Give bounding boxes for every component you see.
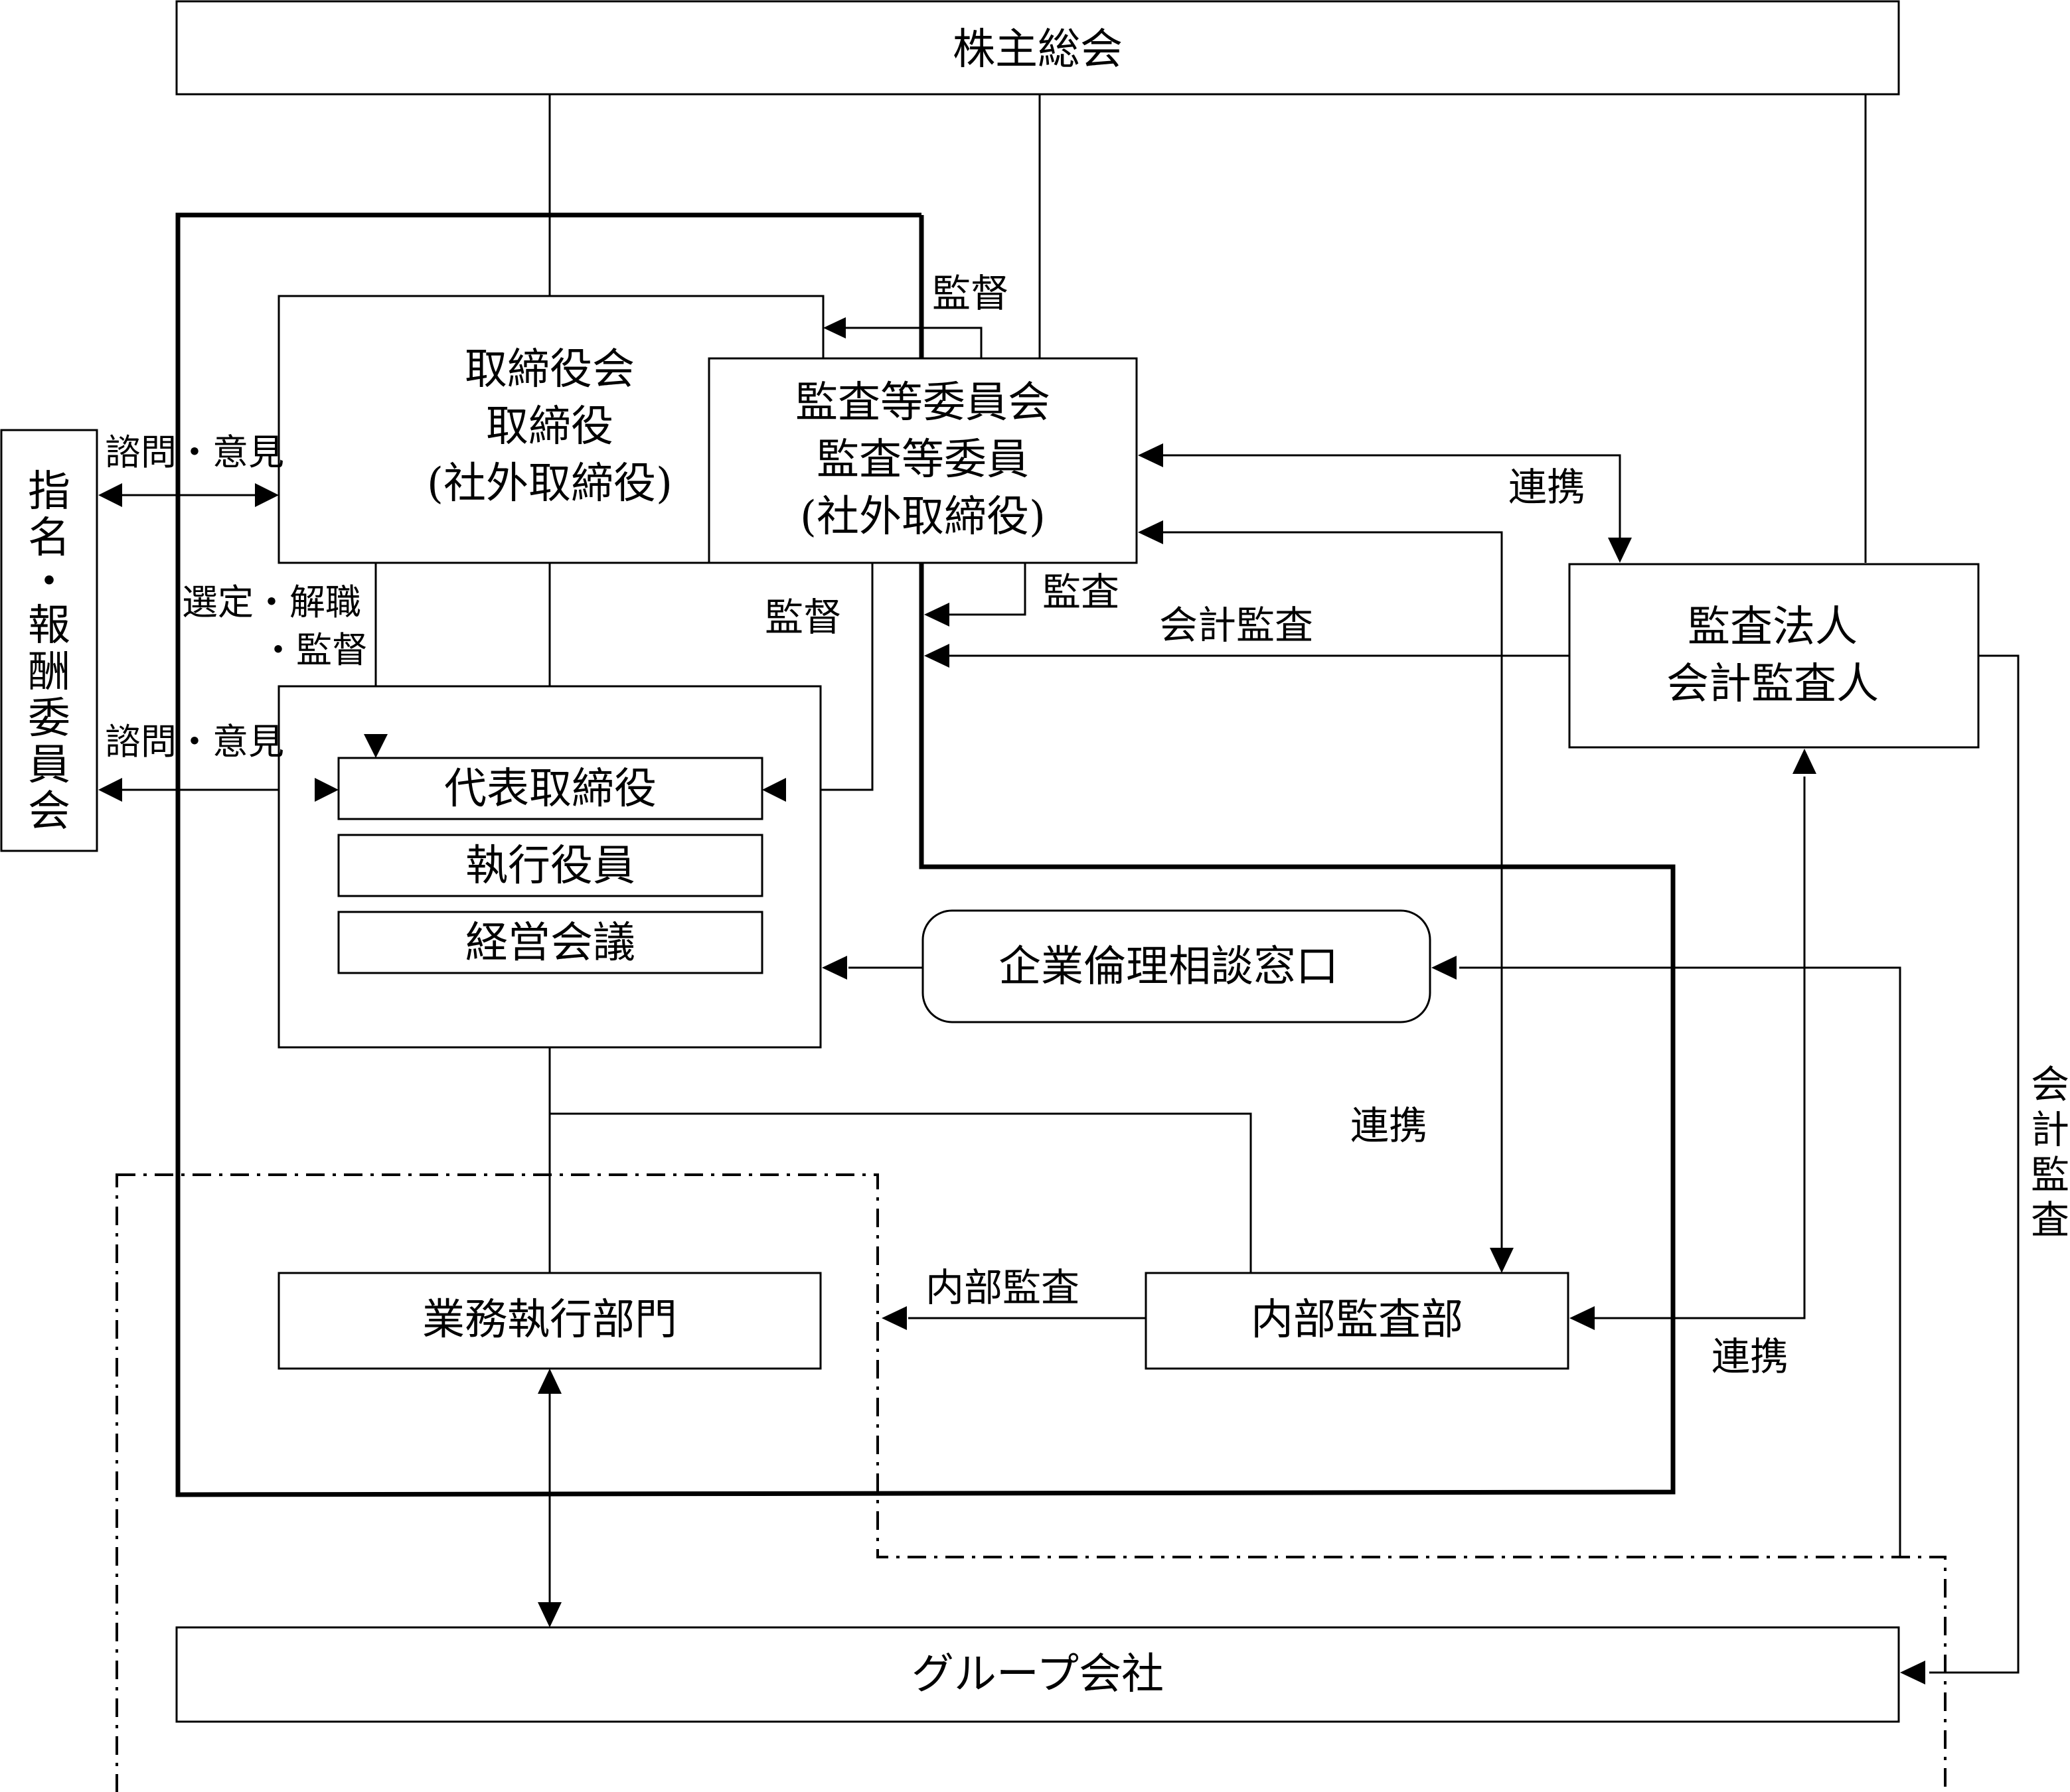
accounting-audit-label: 会計監査 (1159, 603, 1313, 648)
consult-opinion-1-label: 諮問・意見 (105, 431, 284, 473)
consult-opinion-2-label: 諮問・意見 (105, 721, 284, 763)
ethics-desk-label: 企業倫理相談窓口 (998, 942, 1338, 992)
arrow-consult-1-right (255, 483, 279, 507)
nomination-char-5: 酬 (28, 648, 70, 697)
business-division-box (278, 1272, 822, 1370)
accounting-audit-char-3: 監 (2031, 1152, 2069, 1197)
line-supervise-top (846, 327, 983, 358)
arrow-consult-2-left (98, 778, 122, 802)
line-exec-internal-audit (548, 1047, 1252, 1274)
shareholders-label: 株主総会 (953, 25, 1123, 74)
arrow-cooperation-1-down (1608, 538, 1632, 563)
arrow-accounting-audit (924, 644, 949, 668)
governance-boundary (175, 212, 1676, 1497)
audit-committee-title: 監査等委員会 (795, 378, 1050, 427)
arrow-audit (924, 603, 949, 627)
arrow-cooperation-2-left (1138, 520, 1163, 544)
arrow-accounting-audit-group (1900, 1661, 1925, 1684)
arrow-group-ethics (1431, 956, 1457, 980)
executive-officers-label: 執行役員 (465, 842, 635, 891)
internal-audit-box (1145, 1272, 1569, 1370)
arrow-supervise-mid (762, 778, 786, 802)
group-boundary (116, 1173, 1947, 1792)
arrow-appoint (364, 734, 388, 758)
board-label-2: 取締役 (486, 402, 613, 451)
board-label-1: 取締役会 (465, 345, 635, 394)
arrowheads (98, 317, 1925, 1684)
arrow-group-down (538, 1602, 562, 1627)
accounting-audit-char-1: 会 (2031, 1062, 2069, 1107)
arrow-internal-audit (882, 1306, 907, 1330)
accounting-audit-vertical-label: 会 計 監 査 (2031, 1062, 2069, 1242)
nomination-char-8: 会 (28, 787, 70, 836)
line-accounting-audit-group (1929, 654, 2020, 1674)
arrow-ethics-exec (822, 956, 847, 980)
audit-label: 監査 (1042, 569, 1119, 615)
shareholders-box (175, 0, 1900, 96)
cooperation-1-label: 連携 (1508, 465, 1585, 510)
arrow-cooperation-3-left (1569, 1306, 1595, 1330)
line-cooperation-3 (1593, 777, 1806, 1319)
arrow-cooperation-3-up (1792, 749, 1816, 774)
line-cooperation-2 (1163, 531, 1503, 1248)
audit-committee-label-2: 監査等委員 (817, 435, 1029, 485)
audit-firm-label-2: 会計監査人 (1666, 660, 1879, 709)
supervision-mid-label: 監督 (765, 595, 842, 640)
nomination-committee-label: 指 名 ・ 報 酬 委 員 会 (28, 467, 70, 836)
audit-firm-label-1: 監査法人 (1688, 603, 1858, 652)
ethics-desk-box (921, 909, 1431, 1023)
nomination-char-1: 指 (28, 467, 70, 516)
audit-committee-box (708, 357, 1138, 564)
nomination-char-4: 報 (28, 601, 70, 650)
nomination-committee-box (0, 429, 98, 852)
cooperation-2-label: 連携 (1350, 1103, 1427, 1148)
arrow-business-up (538, 1369, 562, 1394)
arrow-cooperation-1-left (1138, 443, 1163, 467)
internal-audit-edge-label: 内部監査 (925, 1265, 1079, 1310)
representative-director-box (337, 757, 763, 820)
line-cooperation-1 (1163, 454, 1621, 538)
appoint-dismiss-label: 選定・解職 (182, 581, 361, 623)
supervision-top-label: 監督 (932, 271, 1009, 316)
internal-audit-label: 内部監査部 (1251, 1296, 1463, 1345)
appoint-supervise-label: ・監督 (260, 629, 368, 671)
management-meeting-box (337, 911, 763, 974)
nomination-char-6: 委 (28, 694, 70, 743)
accounting-audit-char-4: 査 (2031, 1197, 2069, 1242)
arrow-cooperation-2-down (1490, 1248, 1514, 1273)
group-companies-label: グループ会社 (912, 1650, 1164, 1699)
audit-committee-label-3: (社外取締役) (800, 492, 1046, 542)
business-division-label: 業務執行部門 (422, 1296, 677, 1345)
management-meeting-label: 経営会議 (465, 919, 635, 968)
board-label-3: (社外取締役) (427, 459, 673, 508)
nomination-char-7: 員 (28, 741, 70, 790)
connectors (118, 94, 2020, 1674)
line-audit (949, 563, 1026, 616)
arrow-consult-1-left (98, 483, 122, 507)
arrow-consult-2-right (315, 778, 339, 802)
cooperation-3-label: 連携 (1712, 1334, 1789, 1379)
arrow-supervise-top (823, 317, 846, 338)
line-group-ethics (1459, 966, 1901, 1556)
representative-director-label: 代表取締役 (444, 765, 657, 814)
nomination-char-3: ・ (28, 558, 70, 607)
audit-firm-box (1568, 563, 1980, 749)
executive-officers-box (337, 834, 763, 897)
accounting-audit-char-2: 計 (2031, 1107, 2069, 1152)
nomination-char-2: 名 (28, 514, 70, 563)
group-companies-box (175, 1626, 1900, 1723)
